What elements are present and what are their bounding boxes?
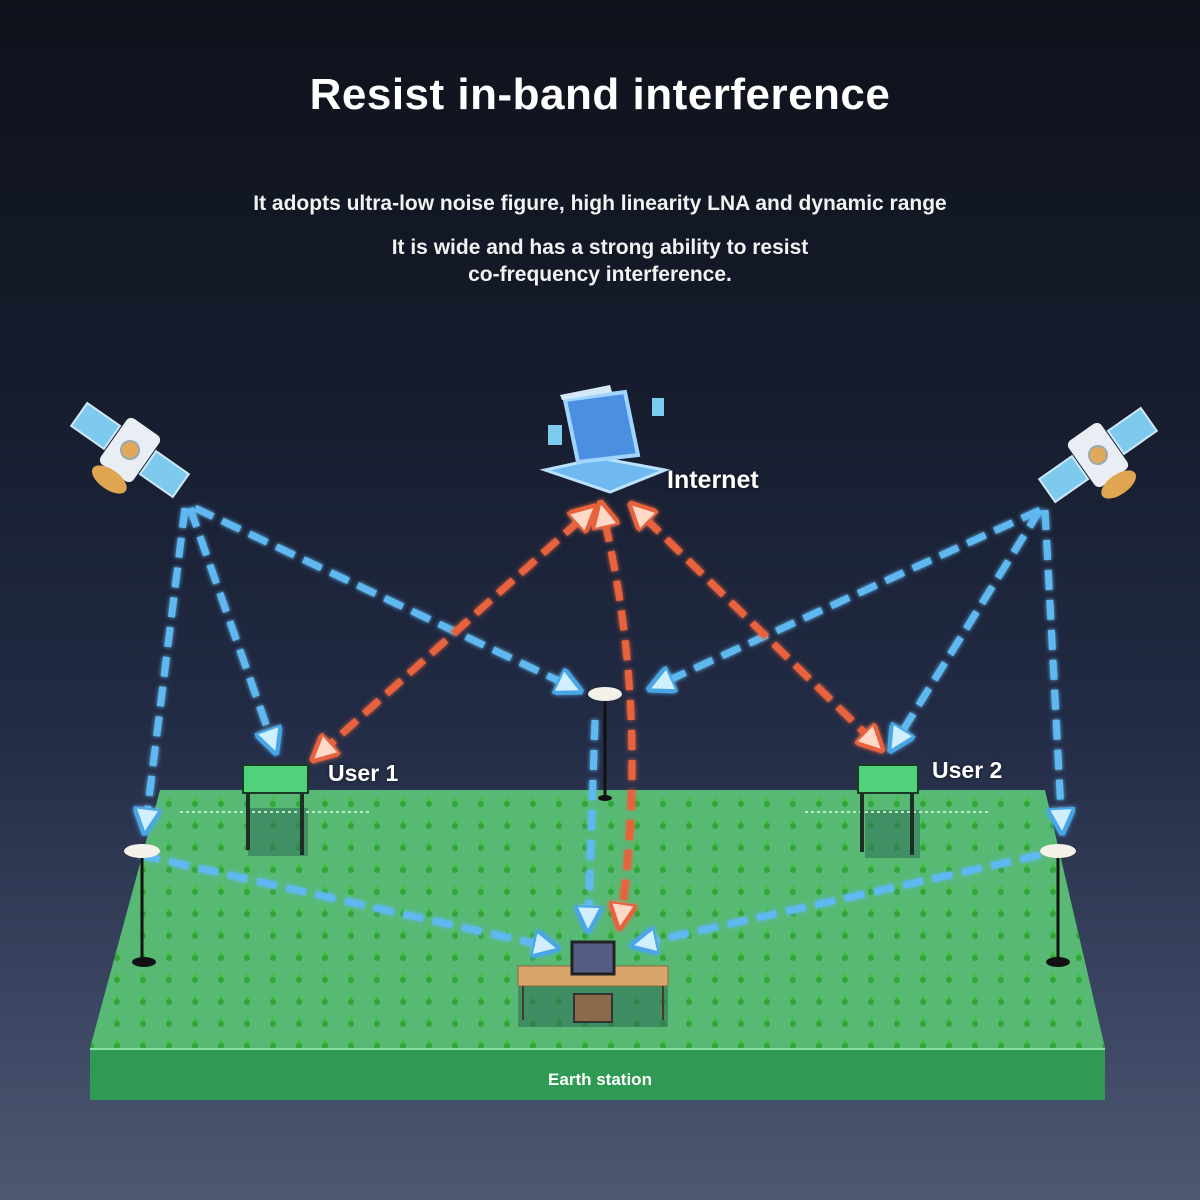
earth-station-icon <box>517 940 669 1027</box>
user1-machine-icon <box>180 764 370 856</box>
base-station-center-icon <box>588 687 622 801</box>
internet-label: Internet <box>667 466 759 494</box>
subtitle-line-1: It adopts ultra-low noise figure, high l… <box>253 192 947 215</box>
subtitle-line-3: co-frequency interference. <box>468 263 732 286</box>
subtitle-line-2: It is wide and has a strong ability to r… <box>391 236 809 259</box>
base-station-right-icon <box>1040 844 1076 967</box>
user2-machine-icon <box>805 764 990 858</box>
satellite-right-icon <box>1037 406 1159 504</box>
internet-computer-icon <box>539 385 671 494</box>
base-station-left-icon <box>124 844 160 967</box>
page-title: Resist in-band interference <box>309 70 891 119</box>
earth-station-label: Earth station <box>548 1070 652 1089</box>
user2-label: User 2 <box>932 757 1003 783</box>
satellite-left-icon <box>69 401 191 499</box>
user1-label: User 1 <box>328 760 399 786</box>
internet-links <box>315 518 880 925</box>
